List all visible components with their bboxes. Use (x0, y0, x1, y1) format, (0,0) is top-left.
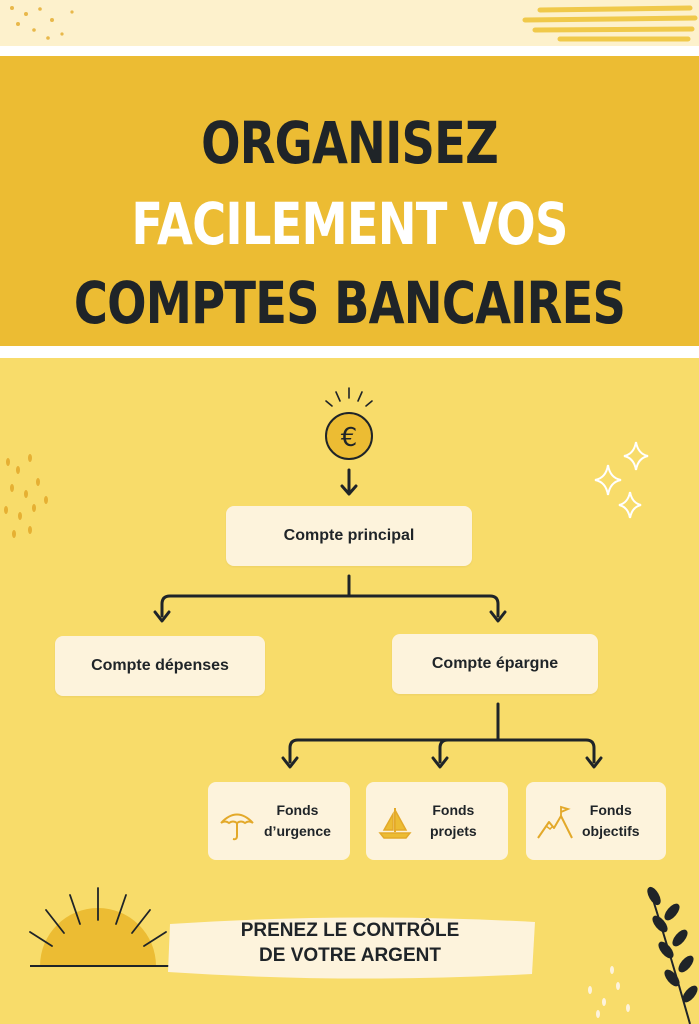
emergency-fund-label: Fonds d’urgence (264, 802, 331, 839)
expenses-account-box: Compte dépenses (55, 636, 265, 696)
title-line-1: ORGANISEZ (201, 109, 499, 177)
sunrise-decor (29, 887, 170, 967)
euro-coin-icon: € (325, 412, 373, 460)
sailboat-icon (378, 808, 412, 839)
leaf-decor (647, 886, 698, 1024)
umbrella-icon (220, 813, 254, 841)
expenses-account-label: Compte dépenses (91, 657, 229, 674)
goals-fund-box: Fonds objectifs (526, 782, 666, 860)
slogan: PRENEZ LE CONTRÔLE DE VOTRE ARGENT (180, 918, 520, 968)
divider-top (0, 46, 699, 56)
slogan-background (168, 917, 535, 979)
title-banner: ORGANISEZ FACILEMENT VOS COMPTES BANCAIR… (0, 56, 699, 346)
project-fund-box: Fonds projets (366, 782, 508, 860)
slogan-line-1: PRENEZ LE CONTRÔLE (240, 920, 460, 941)
savings-account-box: Compte épargne (392, 634, 598, 694)
title-line-2: FACILEMENT VOS (131, 190, 568, 258)
project-fund-label: Fonds projets (430, 802, 477, 839)
slogan-line-2: DE VOTRE ARGENT (259, 945, 441, 966)
savings-account-label: Compte épargne (431, 655, 559, 672)
top-decor (10, 5, 698, 42)
goals-fund-label: Fonds objectifs (582, 802, 640, 839)
main-account-label: Compte principal (283, 527, 415, 544)
mountain-flag-icon (537, 805, 573, 839)
title-line-3: COMPTES BANCAIRES (73, 269, 626, 337)
emergency-fund-box: Fonds d’urgence (208, 782, 350, 860)
main-account-box: Compte principal (226, 506, 472, 566)
svg-text:€: € (341, 423, 358, 453)
divider-bottom (0, 346, 699, 358)
